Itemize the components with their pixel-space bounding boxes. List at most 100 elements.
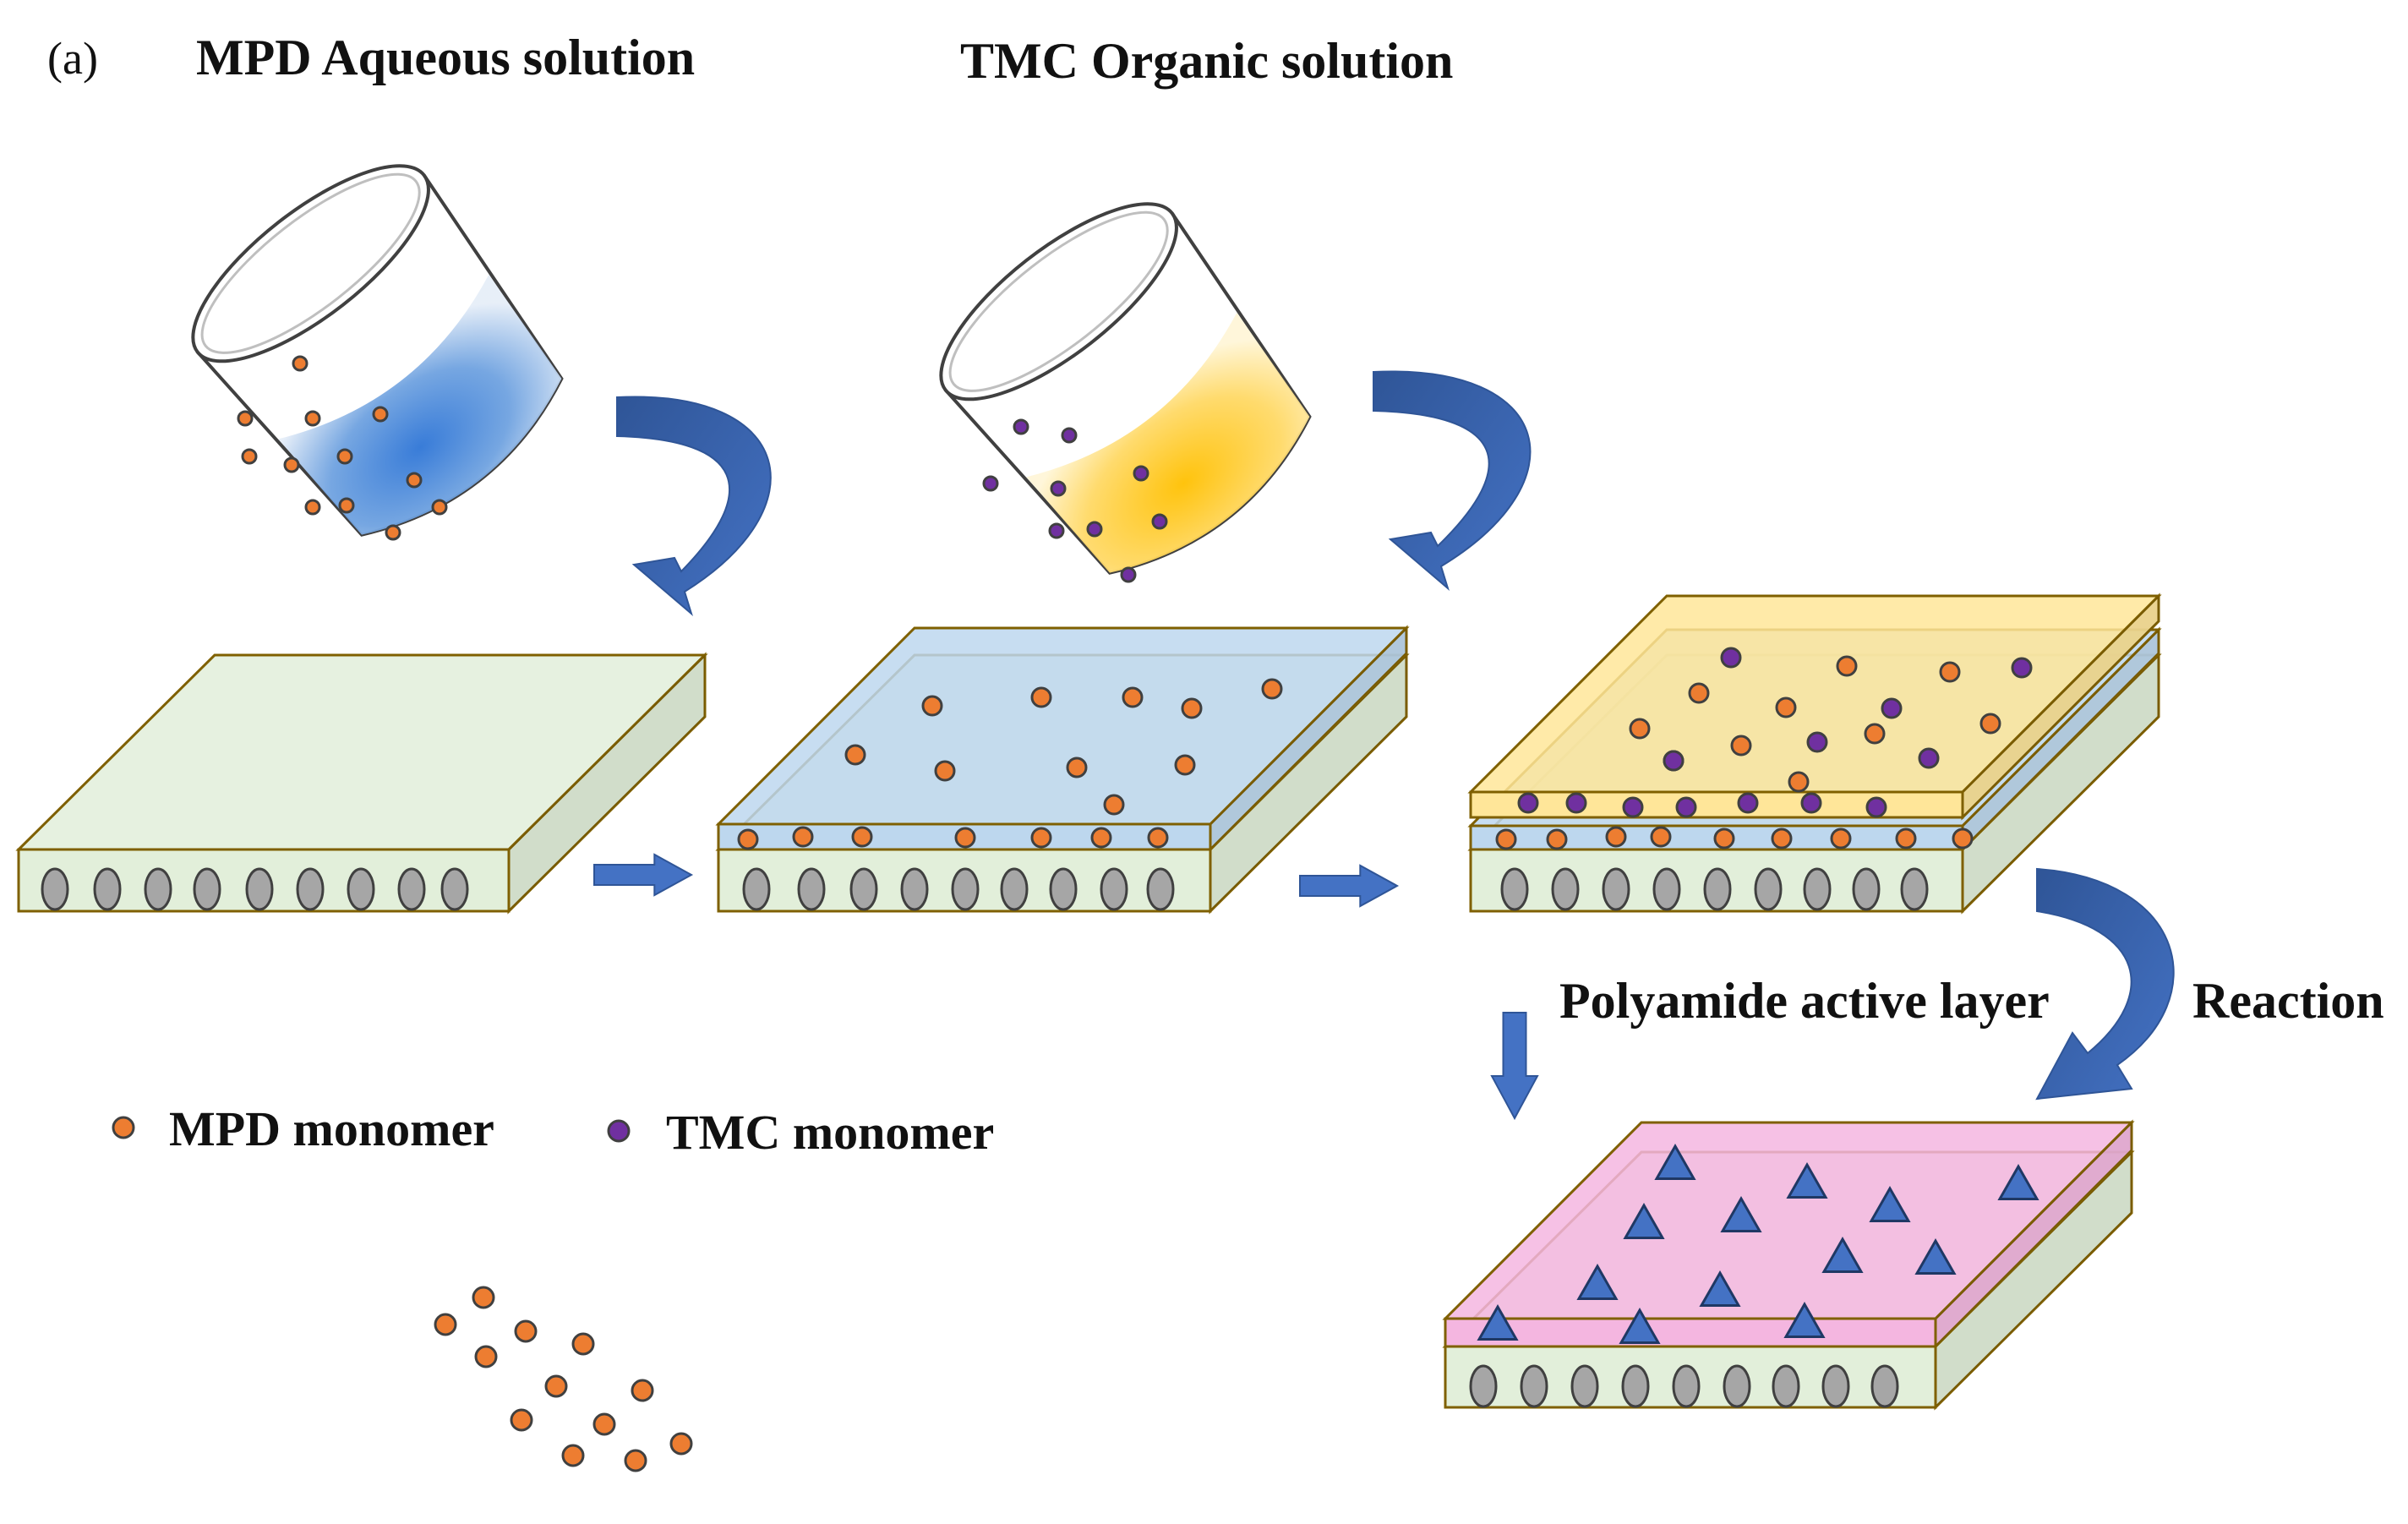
tmc-monomer-dot [2011, 657, 2033, 679]
pore [245, 867, 274, 911]
mpd-monomer-dot [1495, 828, 1517, 850]
tmc-monomer-dot [1133, 465, 1149, 482]
support-layer-side-shade [509, 655, 705, 911]
mpd-monomer-dot [385, 524, 401, 541]
mpd-aqueous-beaker-rim-inner [200, 172, 421, 354]
support-layer-2-side-shade [1210, 655, 1406, 911]
support-membrane-1 [15, 652, 708, 915]
mpd-monomer-dot [851, 826, 873, 848]
mpd-monomer-dot [510, 1408, 533, 1432]
mpd-monomer-dot [1713, 828, 1735, 849]
pour-arrow-mpd [616, 396, 772, 616]
polyamide-triangle [1720, 1195, 1762, 1232]
mpd-monomer-dot [1546, 828, 1568, 850]
mpd-monomer-dot [624, 1449, 647, 1472]
mpd-monomer-dot [1147, 827, 1169, 849]
legend [112, 1116, 631, 1143]
mpd-monomer-dot [304, 499, 321, 516]
mpd-monomer-dot [844, 744, 866, 766]
mpd-monomer-dot [954, 827, 976, 849]
mpd-monomer-dot [241, 448, 258, 465]
mpd-monomer-dot [1066, 757, 1088, 778]
pour-arrow-2 [1373, 370, 1532, 591]
tmc-organic-beaker [939, 202, 1312, 575]
pore [1900, 867, 1929, 911]
mpd-monomer-dot [1030, 686, 1052, 708]
legend-tmc-label: TMC monomer [666, 1105, 995, 1160]
tmc-monomer-dot [1675, 796, 1697, 818]
mpd-monomer-dot [1629, 718, 1651, 740]
aqueous-layer-2-side-shade [1963, 630, 2159, 849]
tmc-monomer-dot [1806, 731, 1828, 753]
mpd-monomer-dot [434, 1313, 457, 1336]
reaction-arrow-group [2035, 867, 2175, 1101]
panel-label: (a) [47, 33, 98, 84]
mpd-monomer-dot [1830, 828, 1852, 849]
pore [1672, 1364, 1701, 1408]
tmc-monomer-dot [1881, 697, 1903, 719]
tmc-solution-label: TMC Organic solution [960, 33, 1454, 89]
pore [193, 867, 221, 911]
mpd-monomer-dot [1122, 686, 1144, 708]
tmc-monomer-dot [1120, 566, 1137, 583]
mpd-monomer-dot [1952, 828, 1974, 849]
pore [849, 867, 878, 911]
tmc-organic-beaker-group [939, 202, 1312, 583]
tmc-monomer-dot [1720, 647, 1742, 669]
pore [797, 867, 826, 911]
mpd-monomer-dot [292, 355, 309, 372]
mpd-monomer-dot [474, 1345, 498, 1368]
tmc-monomer-dot [1048, 522, 1065, 539]
mpd-monomer-dot [1864, 723, 1886, 745]
process-arrow-1 [593, 853, 694, 897]
pore [742, 867, 771, 911]
mpd-monomer-dot [1771, 828, 1793, 849]
pore [1500, 867, 1529, 911]
tmc-monomer-dot [1663, 750, 1685, 772]
pore [144, 867, 172, 911]
pore [1602, 867, 1630, 911]
mpd-monomer-dot [1939, 661, 1961, 683]
membrane-with-aqueous-layer [715, 625, 1410, 915]
tmc-monomer-dot [1517, 792, 1539, 814]
pore [1146, 867, 1175, 911]
mpd-monomer-dot [1090, 827, 1112, 849]
polyamide-membrane [1442, 1119, 2135, 1411]
pore [93, 867, 122, 911]
tmc-monomer-dot [1061, 427, 1078, 444]
pour-arrow-tmc [1373, 370, 1532, 591]
polyamide-triangle [1699, 1270, 1741, 1307]
mpd-monomer-dot [237, 410, 254, 427]
polyamide-active-layer-label: Polyamide active layer [1559, 973, 2050, 1029]
polyamide-triangle [1619, 1307, 1661, 1344]
pore [1754, 867, 1783, 911]
mpd-monomer-dot [1688, 682, 1710, 704]
pore [1520, 1364, 1548, 1408]
legend-tmc-dot [607, 1119, 631, 1143]
polyamide-triangle [1821, 1236, 1864, 1273]
reaction-arrow [2035, 867, 2175, 1101]
process-arrow-down [1490, 1012, 1539, 1121]
mpd-monomer-dot [1895, 828, 1917, 849]
pore [1652, 867, 1681, 911]
pore [1723, 1364, 1751, 1408]
support-layer-4-side-shade [1936, 1152, 2132, 1407]
tmc-monomer-dot [1565, 792, 1587, 814]
pore [440, 867, 469, 911]
mpd-monomer-dot [934, 760, 956, 782]
mpd-monomer-dot [792, 826, 814, 848]
mpd-monomer-dot [514, 1319, 538, 1343]
mpd-monomer-dot [1181, 697, 1203, 719]
tmc-monomer-dot [982, 475, 999, 492]
pore [1803, 867, 1832, 911]
mpd-monomer-dot [406, 472, 423, 489]
membrane-with-organic-layer [1467, 593, 2162, 915]
polyamide-triangle [1997, 1163, 2039, 1200]
loose-mpd-monomers [434, 1286, 693, 1472]
legend-mpd-label: MPD monomer [169, 1101, 494, 1156]
tmc-organic-beaker-rim-inner [948, 210, 1169, 392]
pore [1703, 867, 1732, 911]
tmc-organic-beaker-liquid [1026, 312, 1310, 573]
mpd-monomer-dot [921, 695, 943, 717]
